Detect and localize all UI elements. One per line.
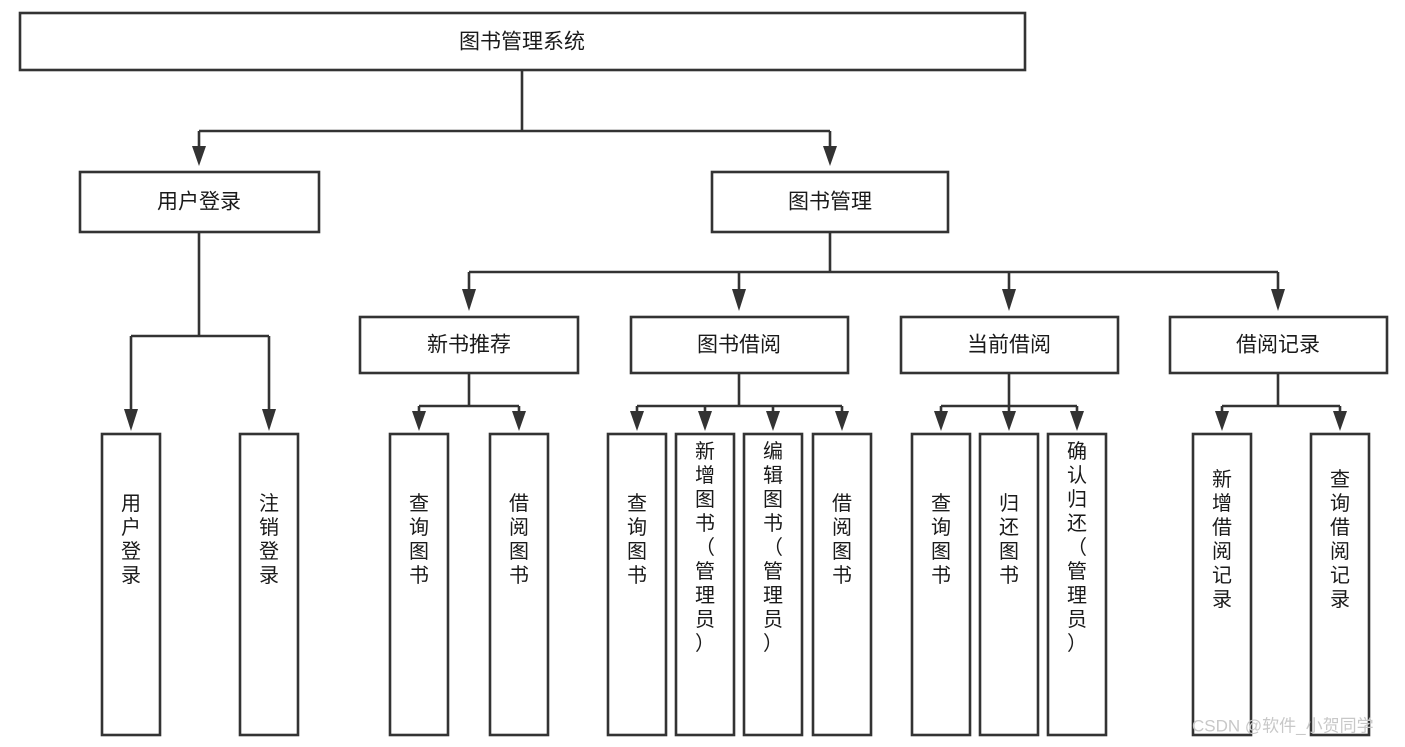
- leaf-borrow-borrow-book-label: 借阅图书: [832, 492, 852, 587]
- leaf-new-book-query[interactable]: 查询图书: [388, 432, 450, 737]
- leaf-record-query-label: 查询借阅记录: [1330, 468, 1350, 611]
- arrow-head-cb-leaf2: [1002, 411, 1016, 431]
- node-new-book-recommendation-label: 新书推荐: [427, 334, 511, 357]
- arrow-head-leaf-user-login: [124, 409, 138, 431]
- leaf-borrow-query-book-label: 查询图书: [627, 492, 647, 587]
- arrow-head-new-book-rec: [462, 289, 476, 311]
- leaf-current-confirm-return-box: [1046, 432, 1108, 737]
- node-book-borrowing[interactable]: 图书借阅: [629, 315, 850, 375]
- leaf-current-confirm-return-label: 确认归还（管理员）: [1067, 440, 1087, 655]
- node-current-borrowing-label: 当前借阅: [967, 334, 1051, 357]
- node-root-label: 图书管理系统: [459, 31, 585, 54]
- node-user-login-label: 用户登录: [157, 191, 241, 214]
- leaf-record-query-box: [1309, 432, 1371, 737]
- leaf-user-login-logout-label: 注销登录: [259, 492, 279, 587]
- arrow-head-book-mgmt: [823, 146, 837, 166]
- node-new-book-recommendation-box: [358, 315, 580, 375]
- leaf-user-login-signin-label: 用户登录: [121, 493, 141, 587]
- leaf-current-return-book-label: 归还图书: [999, 492, 1019, 587]
- node-book-borrowing-label: 图书借阅: [697, 334, 781, 357]
- leaf-new-book-query-box: [388, 432, 450, 737]
- node-current-borrowing-box: [899, 315, 1120, 375]
- leaf-borrow-edit-book-label: 编辑图书（管理员）: [763, 440, 783, 655]
- node-borrowing-record-label: 借阅记录: [1236, 334, 1320, 357]
- leaf-borrow-edit-book-box: [742, 432, 804, 737]
- leaf-user-login-logout-box: [238, 432, 300, 737]
- connector-layer: [124, 70, 1347, 431]
- node-book-management[interactable]: 图书管理: [710, 170, 950, 234]
- leaf-current-confirm-return[interactable]: 确认归还（管理员）: [1046, 432, 1108, 737]
- node-new-book-recommendation[interactable]: 新书推荐: [358, 315, 580, 375]
- leaf-current-return-book-box: [978, 432, 1040, 737]
- node-book-management-box: [710, 170, 950, 234]
- node-root-box: [18, 11, 1027, 72]
- node-current-borrowing[interactable]: 当前借阅: [899, 315, 1120, 375]
- arrow-head-current-borrow: [1002, 289, 1016, 311]
- leaf-current-query-book-box: [910, 432, 972, 737]
- arrow-head-nbr-leaf2: [512, 411, 526, 431]
- arrow-head-nbr-leaf1: [412, 411, 426, 431]
- leaf-borrow-query-book[interactable]: 查询图书: [606, 432, 668, 737]
- node-user-login[interactable]: 用户登录: [78, 170, 321, 234]
- arrow-head-bb-leaf1: [630, 411, 644, 431]
- leaf-current-query-book[interactable]: 查询图书: [910, 432, 972, 737]
- arrow-head-bb-leaf2: [698, 411, 712, 431]
- arrow-head-user-login: [192, 146, 206, 166]
- node-borrowing-record[interactable]: 借阅记录: [1168, 315, 1389, 375]
- leaf-current-query-book-label: 查询图书: [931, 492, 951, 587]
- node-user-login-box: [78, 170, 321, 234]
- leaf-user-login-signin[interactable]: 用户登录: [100, 432, 162, 737]
- leaf-new-book-query-label: 查询图书: [409, 492, 429, 587]
- arrow-head-cb-leaf1: [934, 411, 948, 431]
- leaf-user-login-logout[interactable]: 注销登录: [238, 432, 300, 737]
- arrow-head-bb-leaf4: [835, 411, 849, 431]
- csdn-watermark: CSDN @软件_小贺同学: [1192, 716, 1374, 735]
- leaf-new-book-borrow[interactable]: 借阅图书: [488, 432, 550, 737]
- arrow-head-bb-leaf3: [766, 411, 780, 431]
- leaf-borrow-query-book-box: [606, 432, 668, 737]
- arrow-head-borrow-record: [1271, 289, 1285, 311]
- arrow-head-book-borrow: [732, 289, 746, 311]
- leaf-user-login-signin-box: [100, 432, 162, 737]
- arrow-head-br-leaf1: [1215, 411, 1229, 431]
- leaf-borrow-add-book-box: [674, 432, 736, 737]
- leaf-borrow-borrow-book-box: [811, 432, 873, 737]
- leaf-borrow-add-book[interactable]: 新增图书（管理员）: [674, 432, 736, 737]
- node-book-management-label: 图书管理: [788, 191, 872, 214]
- leaf-new-book-borrow-box: [488, 432, 550, 737]
- arrow-head-br-leaf2: [1333, 411, 1347, 431]
- node-book-borrowing-box: [629, 315, 850, 375]
- leaf-new-book-borrow-label: 借阅图书: [509, 492, 529, 587]
- leaf-record-add[interactable]: 新增借阅记录: [1191, 432, 1253, 737]
- leaf-record-add-label: 新增借阅记录: [1212, 468, 1232, 611]
- leaf-borrow-edit-book[interactable]: 编辑图书（管理员）: [742, 432, 804, 737]
- leaf-record-add-box: [1191, 432, 1253, 737]
- leaf-borrow-add-book-label: 新增图书（管理员）: [695, 440, 715, 655]
- arrow-head-leaf-logout: [262, 409, 276, 431]
- leaf-current-return-book[interactable]: 归还图书: [978, 432, 1040, 737]
- node-borrowing-record-box: [1168, 315, 1389, 375]
- leaf-record-query[interactable]: 查询借阅记录: [1309, 432, 1371, 737]
- arrow-head-cb-leaf3: [1070, 411, 1084, 431]
- node-root-book-management-system[interactable]: 图书管理系统: [18, 11, 1027, 72]
- leaf-borrow-borrow-book[interactable]: 借阅图书: [811, 432, 873, 737]
